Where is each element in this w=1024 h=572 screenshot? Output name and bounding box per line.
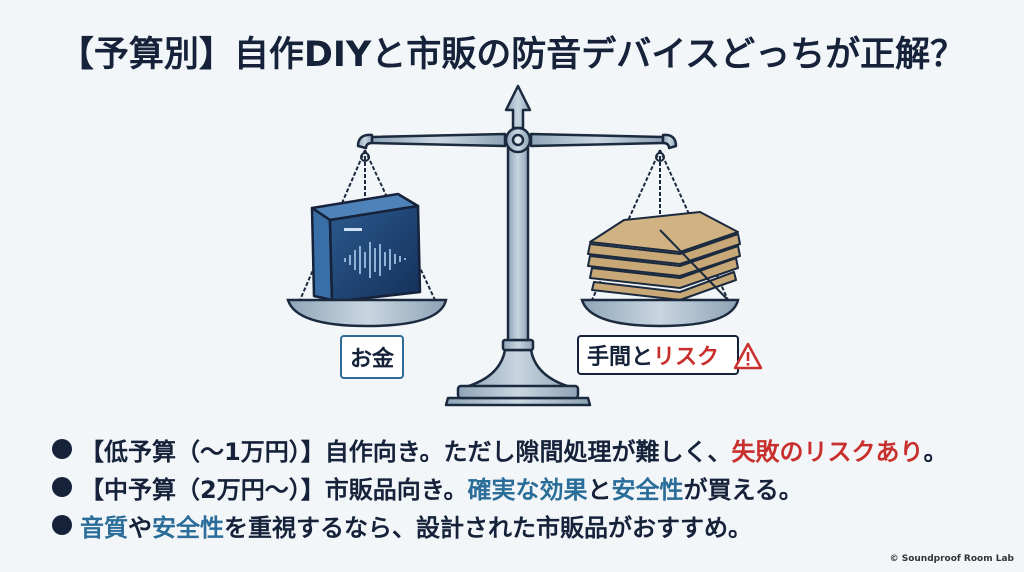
bullet-mid-budget: 【中予算（2万円〜）】市販品向き。確実な効果と安全性が買える。 — [52, 468, 948, 506]
effort-text: 手間と — [587, 345, 654, 370]
bullet-list: 【低予算（〜1万円）】自作向き。ただし隙間処理が難しく、失敗のリスクあり。 【中… — [52, 430, 948, 544]
bullet-low-budget: 【低予算（〜1万円）】自作向き。ただし隙間処理が難しく、失敗のリスクあり。 — [52, 430, 948, 468]
effort-risk-label: 手間とリスク — [577, 335, 739, 375]
bullet-text: を重視するなら、設計された市販品がおすすめ。 — [224, 513, 752, 542]
bullet-text: 【中予算（2万円〜）】市販品向き。 — [80, 475, 468, 504]
bullet-recommendation: 音質や安全性を重視するなら、設計された市販品がおすすめ。 — [52, 506, 948, 544]
warning-icon — [733, 342, 763, 370]
bullet-highlight-blue: 確実な効果 — [467, 475, 588, 504]
bullet-highlight-red: 失敗のリスクあり — [731, 437, 924, 466]
money-label: お金 — [340, 335, 404, 379]
bullet-text: 。 — [923, 437, 948, 466]
bullet-highlight-blue: 安全性 — [152, 513, 224, 542]
bullet-highlight-blue: 安全性 — [611, 475, 684, 504]
bullet-text: や — [128, 513, 152, 542]
bullet-highlight-blue: 音質 — [80, 513, 128, 542]
copyright-credit: © Soundproof Room Lab — [889, 554, 1014, 564]
risk-text: リスク — [653, 345, 720, 370]
bullet-text: 【低予算（〜1万円）】自作向き。ただし隙間処理が難しく、 — [80, 437, 732, 466]
bullet-dot-icon — [52, 515, 72, 535]
cardboard-stack-icon — [587, 211, 741, 301]
bullet-text: が買える。 — [683, 475, 803, 504]
device-box-icon — [310, 192, 422, 304]
bullet-text: と — [587, 475, 612, 504]
page-title: 【予算別】自作DIYと市販の防音デバイスどっちが正解？ — [58, 35, 966, 75]
bullet-dot-icon — [52, 477, 72, 497]
bullet-dot-icon — [52, 439, 72, 459]
